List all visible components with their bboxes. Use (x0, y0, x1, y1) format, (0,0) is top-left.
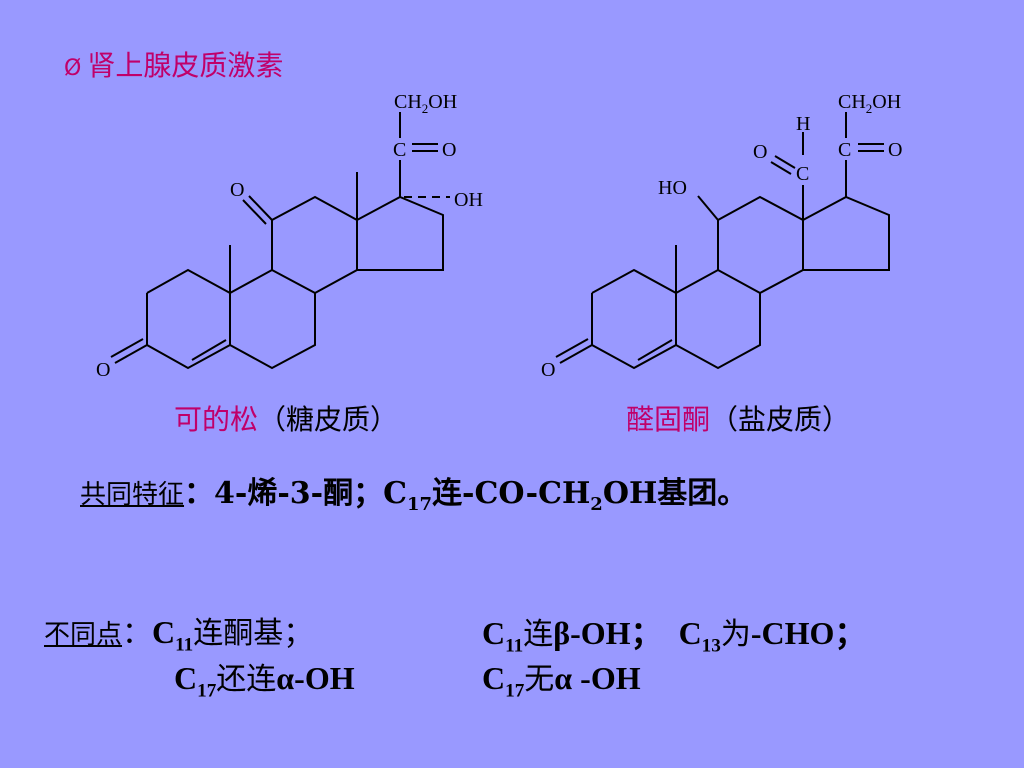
cortisone-3-o-label: O (96, 359, 110, 381)
cortisone-c-label: C (393, 139, 406, 161)
aldosterone-11-ho-label: HO (658, 177, 687, 199)
aldosterone-ch2oh-label: CH2OH (838, 91, 901, 116)
differences-line-1-left: 不同点：C11连酮基； (44, 614, 314, 656)
common-features-label: 共同特征 (80, 480, 185, 510)
cortisone-11-o-label: O (230, 179, 244, 201)
cortisone-caption: 可的松（糖皮质） (174, 398, 398, 438)
aldosterone-3-o-label: O (541, 359, 555, 381)
cortisone-name: 可的松 (174, 403, 259, 436)
differences-line-1-right: C11连β-OH； C13为-CHO； (482, 615, 867, 657)
differences-label: 不同点 (44, 620, 123, 650)
cortisone-carbonyl-o-label: O (442, 139, 456, 161)
aldosterone-name: 醛固酮 (626, 403, 711, 436)
arrow-bullet-icon: Ø (64, 56, 82, 81)
cortisone-ch2oh-label: CH2OH (394, 91, 457, 116)
aldosterone-caption: 醛固酮（盐皮质） (626, 398, 850, 438)
differences-line-2-left: C17还连α-OH (174, 660, 355, 702)
aldosterone-aldehyde-c-label: C (796, 163, 809, 185)
aldosterone-aldehyde-o-label: O (753, 141, 767, 163)
cortisone-bonds (110, 112, 450, 370)
slide-title-text: 肾上腺皮质激素 (87, 49, 284, 82)
aldosterone-aldehyde-h-label: H (796, 113, 810, 135)
cortisone-17-oh-label: OH (454, 189, 483, 211)
common-features: 共同特征：4-烯-3-酮；C17连-CO-CH2OH基团。 (80, 476, 748, 515)
aldosterone-bonds (555, 112, 890, 370)
cortisone-class: （糖皮质） (258, 403, 399, 436)
aldosterone-c-label: C (838, 139, 851, 161)
aldosterone-carbonyl-o-label: O (888, 139, 902, 161)
differences-line-2-right: C17无α -OH (482, 660, 641, 702)
aldosterone-class: （盐皮质） (710, 403, 851, 436)
